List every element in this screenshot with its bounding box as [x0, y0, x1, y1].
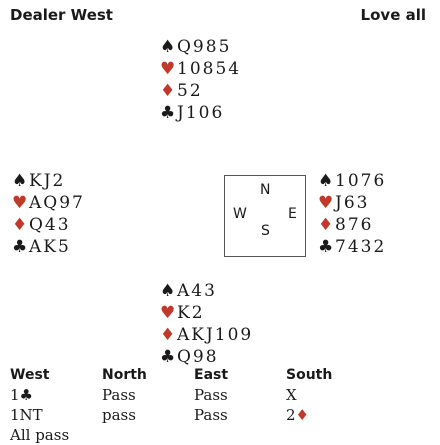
- south-diamonds: AKJ109: [177, 325, 254, 345]
- auction-bid: pass: [102, 406, 136, 424]
- spade-icon: ♠: [318, 171, 334, 191]
- auction-row: 1♣ Pass Pass X: [10, 385, 430, 405]
- compass-south: S: [261, 223, 270, 239]
- auction-header-north: North: [102, 367, 147, 383]
- north-spades: Q985: [177, 37, 232, 57]
- auction-bid: All pass: [10, 426, 70, 444]
- north-hand: ♠Q985 ♥10854 ♦52 ♣J106: [160, 36, 241, 124]
- auction-header-east: East: [194, 367, 229, 383]
- auction-table: West North East South 1♣ Pass Pass X 1NT…: [10, 365, 430, 445]
- east-hearts: J63: [335, 193, 370, 213]
- auction-row: All pass: [10, 425, 430, 445]
- auction-bid: 1NT: [10, 406, 43, 424]
- club-icon: ♣: [160, 103, 176, 123]
- south-spades-line: ♠A43: [160, 280, 253, 302]
- auction-row: 1NT pass Pass 2♦: [10, 405, 430, 425]
- compass-north: N: [260, 182, 271, 198]
- club-icon: ♣: [12, 237, 28, 257]
- auction-header-south: South: [286, 367, 333, 383]
- north-hearts-line: ♥10854: [160, 58, 241, 80]
- heart-icon: ♥: [160, 303, 176, 323]
- north-diamonds: 52: [177, 81, 203, 101]
- heart-icon: ♥: [12, 193, 28, 213]
- west-hearts: AQ97: [29, 193, 85, 213]
- compass-east: E: [288, 206, 297, 222]
- auction-header-west: West: [10, 367, 50, 383]
- east-clubs-line: ♣7432: [318, 236, 386, 258]
- vulnerability-label: Love all: [360, 6, 426, 24]
- dealer-label: Dealer West: [10, 6, 113, 24]
- auction-bid: 2♦: [286, 406, 309, 424]
- auction-header: West North East South: [10, 365, 430, 385]
- auction-bid: Pass: [194, 406, 228, 424]
- south-hearts: K2: [177, 303, 205, 323]
- west-clubs-line: ♣AK5: [12, 236, 85, 258]
- west-spades-line: ♠KJ2: [12, 170, 85, 192]
- spade-icon: ♠: [160, 37, 176, 57]
- spade-icon: ♠: [160, 281, 176, 301]
- east-diamonds-line: ♦876: [318, 214, 386, 236]
- south-spades: A43: [177, 281, 217, 301]
- west-clubs: AK5: [29, 237, 71, 257]
- club-icon: ♣: [160, 347, 176, 367]
- west-diamonds-line: ♦Q43: [12, 214, 85, 236]
- south-hearts-line: ♥K2: [160, 302, 253, 324]
- west-diamonds: Q43: [29, 215, 71, 235]
- auction-bid: 1♣: [10, 386, 33, 404]
- south-clubs-line: ♣Q98: [160, 346, 253, 368]
- east-clubs: 7432: [335, 237, 387, 257]
- west-hand: ♠KJ2 ♥AQ97 ♦Q43 ♣AK5: [12, 170, 85, 258]
- auction-bid: Pass: [102, 386, 136, 404]
- west-spades: KJ2: [29, 171, 66, 191]
- diamond-icon: ♦: [12, 215, 28, 235]
- south-clubs: Q98: [177, 347, 219, 367]
- spade-icon: ♠: [12, 171, 28, 191]
- north-diamonds-line: ♦52: [160, 80, 241, 102]
- heart-icon: ♥: [318, 193, 334, 213]
- south-diamonds-line: ♦AKJ109: [160, 324, 253, 346]
- east-hand: ♠1076 ♥J63 ♦876 ♣7432: [318, 170, 386, 258]
- diamond-icon: ♦: [318, 215, 334, 235]
- north-clubs: J106: [177, 103, 225, 123]
- compass-table: N W E S: [224, 175, 306, 257]
- north-spades-line: ♠Q985: [160, 36, 241, 58]
- auction-bid: Pass: [194, 386, 228, 404]
- diamond-icon: ♦: [160, 325, 176, 345]
- west-hearts-line: ♥AQ97: [12, 192, 85, 214]
- heart-icon: ♥: [160, 59, 176, 79]
- east-hearts-line: ♥J63: [318, 192, 386, 214]
- club-icon: ♣: [318, 237, 334, 257]
- east-spades: 1076: [335, 171, 387, 191]
- north-hearts: 10854: [177, 59, 242, 79]
- east-diamonds: 876: [335, 215, 374, 235]
- south-hand: ♠A43 ♥K2 ♦AKJ109 ♣Q98: [160, 280, 253, 368]
- east-spades-line: ♠1076: [318, 170, 386, 192]
- north-clubs-line: ♣J106: [160, 102, 241, 124]
- auction-bid: X: [286, 386, 297, 404]
- diamond-icon: ♦: [160, 81, 176, 101]
- compass-west: W: [233, 206, 247, 222]
